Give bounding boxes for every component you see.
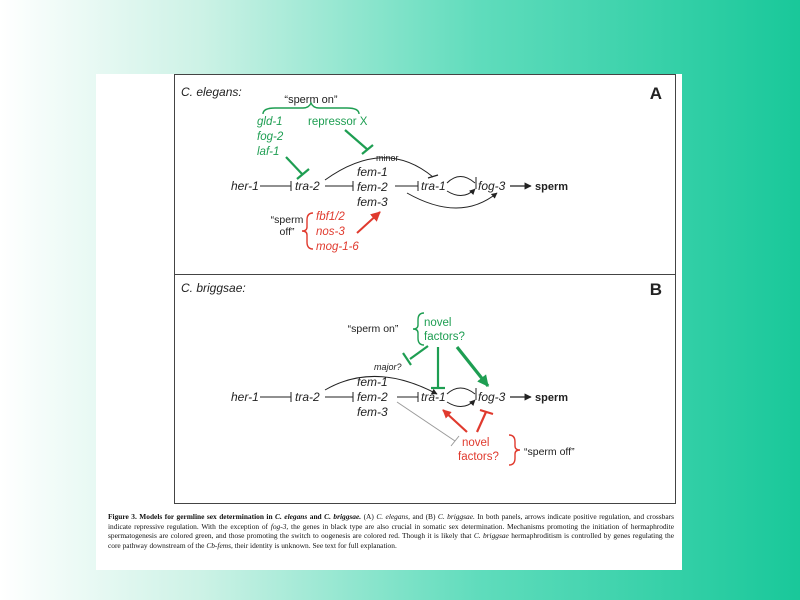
repress-bar-green-a <box>296 168 310 180</box>
novel-on-2: factors? <box>424 331 465 343</box>
green-activate-fog3-arrow <box>455 346 490 387</box>
figure-slide: C. elegans: A “sperm on” gld-1 fog-2 laf… <box>96 74 682 570</box>
red-repress-fog3-bar <box>479 408 494 416</box>
species-label-a: C. elegans: <box>181 85 242 99</box>
gene-nos3: nos-3 <box>316 226 345 238</box>
fem-novel-bar-b <box>450 435 460 447</box>
caption-gene-cbfems: Cb-fems, <box>206 540 233 550</box>
node-fem1-b: fem-1 <box>357 375 388 389</box>
gene-fbf: fbf1/2 <box>316 211 345 223</box>
red-activation-arrow-a <box>356 211 381 234</box>
panel-letter-b: B <box>650 280 662 299</box>
sperm-off-label-a-1: “sperm <box>271 214 304 226</box>
caption-part-2: and (B) <box>409 512 438 521</box>
gene-mog: mog-1-6 <box>316 241 359 253</box>
caption-title-and: and <box>307 512 325 521</box>
major-label: major? <box>374 362 402 372</box>
node-fem3-b: fem-3 <box>357 405 388 419</box>
caption-title: Figure 3. Models for germline sex determ… <box>108 512 361 521</box>
sperm-off-label-a-2: off” <box>280 226 295 238</box>
node-fem2-a: fem-2 <box>357 180 388 194</box>
caption-gene-fog3: fog-3, <box>270 521 289 531</box>
green-repress-major-bar <box>402 352 412 366</box>
sperm-off-label-b: “sperm off” <box>524 446 575 458</box>
fem-novel-line-b <box>396 401 456 442</box>
node-her1-a: her-1 <box>231 179 259 193</box>
node-sperm-b: sperm <box>535 392 568 404</box>
gene-laf1: laf-1 <box>257 146 279 158</box>
node-tra1-a: tra-1 <box>421 179 446 193</box>
red-activate-tra1-arrow <box>442 409 468 433</box>
tra1-fog3-loop-b <box>446 399 476 407</box>
caption-part-4: the genes in black type are also crucial… <box>108 521 674 541</box>
node-tra1-b: tra-1 <box>421 390 446 404</box>
node-fem2-b: fem-2 <box>357 390 388 404</box>
caption-part-1: (A) <box>361 512 377 521</box>
gene-gld1: gld-1 <box>257 116 283 128</box>
caption-title-text: Figure 3. Models for germline sex determ… <box>108 512 276 521</box>
figure-caption: Figure 3. Models for germline sex determ… <box>108 512 674 550</box>
gene-repressor-x: repressor X <box>308 116 368 128</box>
tra1-fog3-arc-b <box>446 387 476 395</box>
panel-b-diagram: C. briggsae: B “sperm on” novel factors?… <box>181 280 662 466</box>
tra1-fog3-loop-a <box>446 188 476 196</box>
green-repress-major-line <box>409 345 429 360</box>
caption-part-5: hermaphroditism is controlled by genes r… <box>108 531 674 550</box>
sperm-on-brace-a <box>262 101 360 115</box>
novel-off-1: novel <box>462 437 490 449</box>
repressor-x-bar <box>361 144 374 155</box>
repress-line-green-a <box>285 156 304 176</box>
sperm-on-label-a: “sperm on” <box>284 94 338 106</box>
caption-species-c: C. briggsae <box>473 531 509 541</box>
panel-a: C. elegans: A “sperm on” gld-1 fog-2 laf… <box>174 74 676 275</box>
panel-letter-a: A <box>650 84 662 103</box>
caption-species-b: C. briggsae. <box>437 512 475 521</box>
caption-title-species-2: C. briggsae. <box>324 512 362 521</box>
sperm-off-brace-b <box>508 434 521 466</box>
node-tra2-b: tra-2 <box>295 390 320 404</box>
caption-part-6: their identity is unknown. See text for … <box>232 540 397 550</box>
novel-on-1: novel <box>424 317 452 329</box>
node-fog3-b: fog-3 <box>478 390 506 404</box>
major-arc <box>324 376 438 395</box>
novel-off-2: factors? <box>458 451 499 463</box>
caption-species-a: C. elegans, <box>376 512 410 521</box>
node-fem1-a: fem-1 <box>357 165 388 179</box>
species-label-b: C. briggsae: <box>181 281 246 295</box>
panel-a-diagram: C. elegans: A “sperm on” gld-1 fog-2 laf… <box>181 84 662 253</box>
red-repress-fog3-line <box>475 411 488 433</box>
caption-part-3: In both panels, arrows indicate positive… <box>108 512 674 531</box>
node-fem3-a: fem-3 <box>357 195 388 209</box>
minor-arc <box>324 157 434 181</box>
node-sperm-a: sperm <box>535 181 568 193</box>
fem-fog3-arc-a <box>406 192 498 209</box>
sperm-on-label-b: “sperm on” <box>348 323 399 335</box>
node-tra2-a: tra-2 <box>295 179 320 193</box>
node-fog3-a: fog-3 <box>478 179 506 193</box>
sperm-off-brace-a <box>301 212 314 250</box>
repressor-x-line <box>344 129 369 151</box>
gene-fog2: fog-2 <box>257 131 284 143</box>
caption-title-species-1: C. elegans <box>275 512 308 521</box>
sperm-on-brace-b <box>412 312 425 346</box>
minor-arc-bar <box>427 174 439 179</box>
tra1-fog3-arc-a <box>446 176 476 184</box>
node-her1-b: her-1 <box>231 390 259 404</box>
panel-b: C. briggsae: B “sperm on” novel factors?… <box>174 274 676 504</box>
